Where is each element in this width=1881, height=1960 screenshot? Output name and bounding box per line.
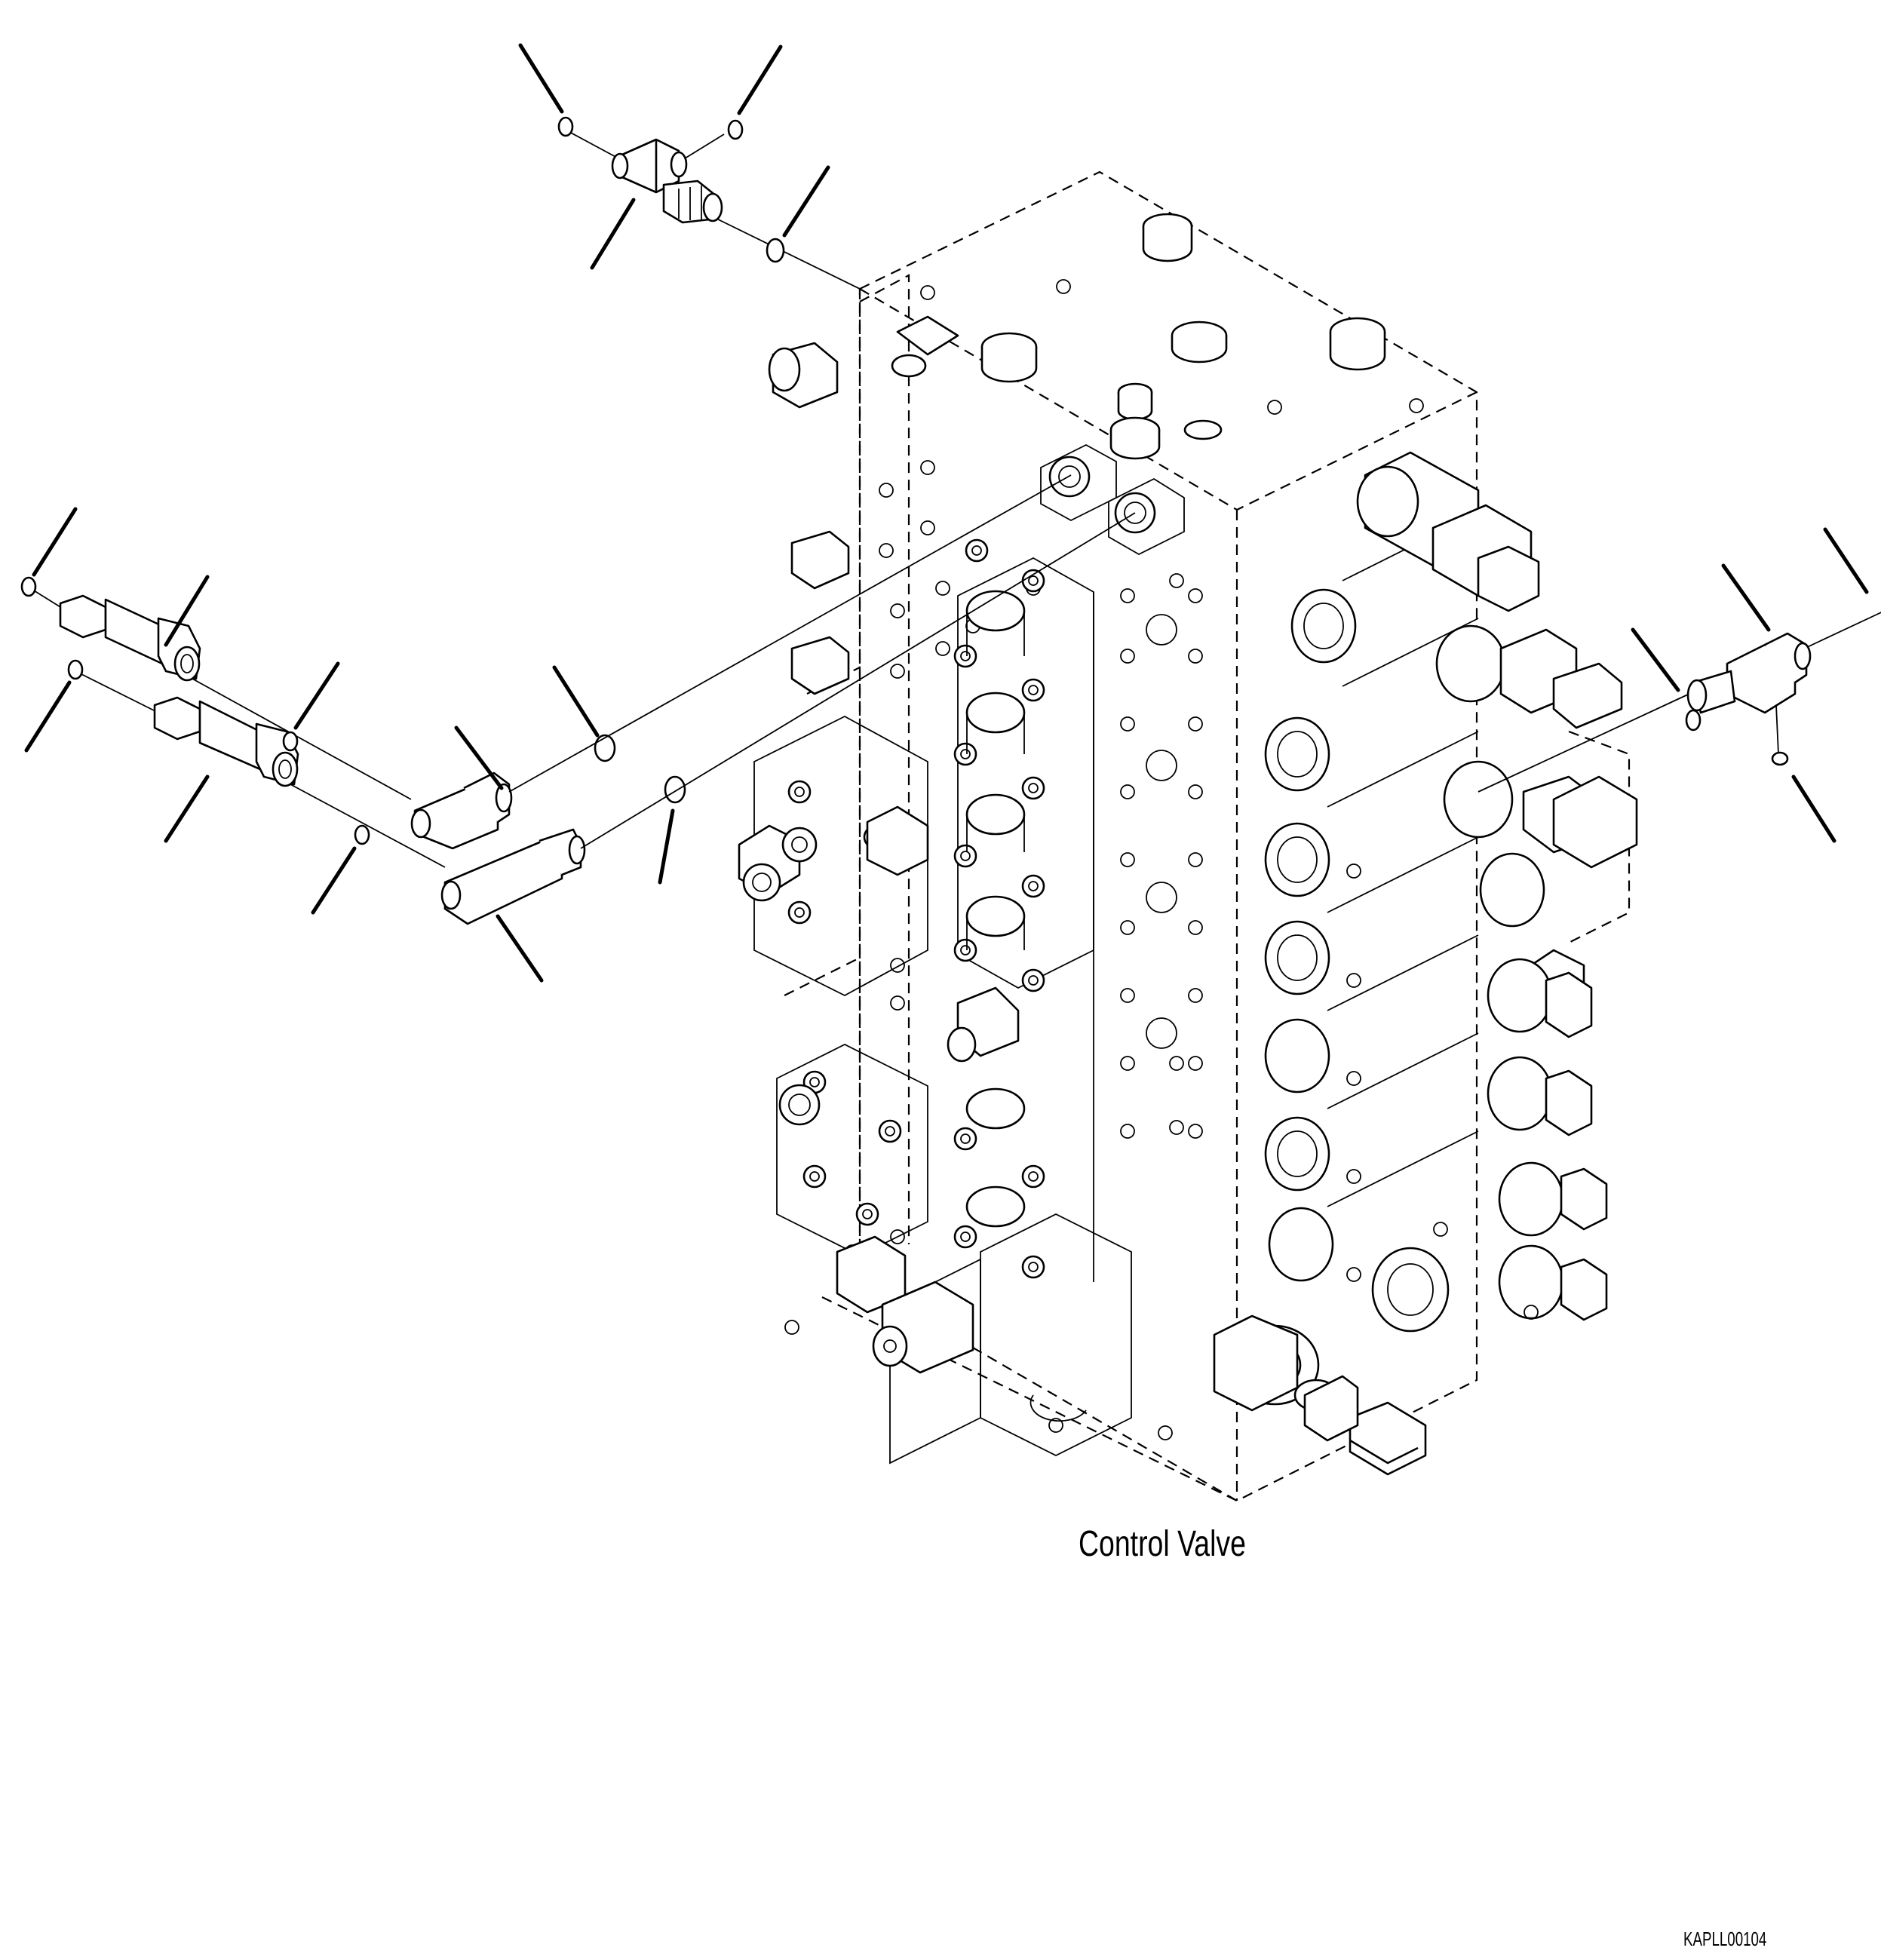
left-lower-elbow xyxy=(440,512,1136,925)
left-lower-hose xyxy=(67,659,446,868)
right-elbow-fitting xyxy=(1477,612,1881,793)
right-side-block xyxy=(1293,730,1638,1476)
right-relief-cartridges xyxy=(1356,451,1623,1321)
drawing-id-label: KAPLL00104 xyxy=(1683,1928,1767,1950)
left-spool-caps xyxy=(965,590,1026,1228)
right-face-valves xyxy=(1264,512,1479,1333)
control-valve-body xyxy=(738,170,1638,1502)
left-seals xyxy=(282,731,686,845)
leader-lines xyxy=(24,43,1869,983)
diagram-caption: Control Valve xyxy=(1079,1524,1246,1564)
left-upper-elbow xyxy=(410,474,1072,850)
left-side-fittings xyxy=(738,342,1320,1422)
left-upper-hose xyxy=(20,576,412,800)
center-column-holes xyxy=(1120,588,1203,1139)
top-tee-fitting xyxy=(557,116,861,290)
top-plugs xyxy=(891,213,1424,460)
